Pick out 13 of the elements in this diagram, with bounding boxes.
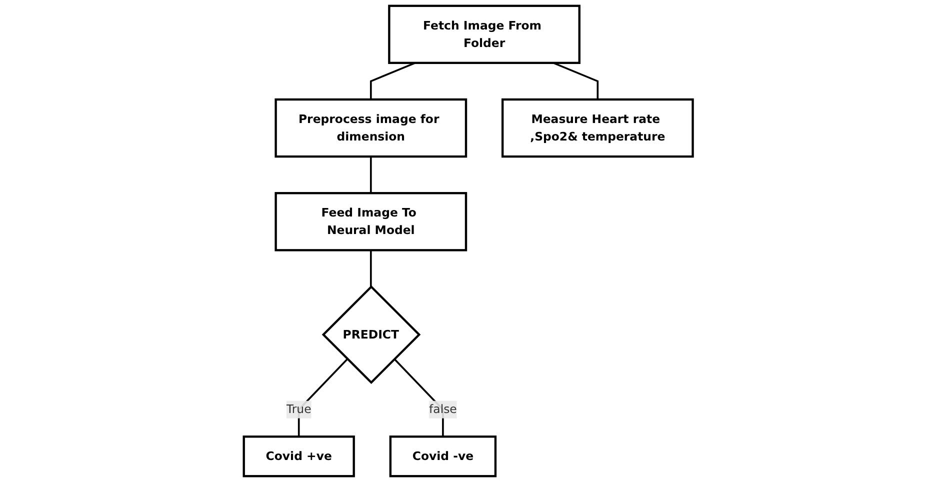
node-box: Covid +ve — [242, 436, 355, 478]
node-box: Covid -ve — [389, 436, 496, 478]
node-diamond: PREDICT — [322, 285, 420, 384]
node-box: Feed Image To Neural Model — [274, 192, 467, 252]
connector — [370, 62, 416, 100]
node-box: Preprocess image for dimension — [274, 98, 467, 158]
connector — [370, 250, 372, 287]
node-box: Measure Heart rate ,Spo2& temperature — [501, 98, 694, 158]
edge-label: false — [428, 402, 457, 416]
connector — [370, 156, 372, 194]
node-box: Fetch Image From Folder — [388, 4, 580, 64]
connector — [552, 62, 598, 100]
edge-label: True — [286, 402, 311, 416]
